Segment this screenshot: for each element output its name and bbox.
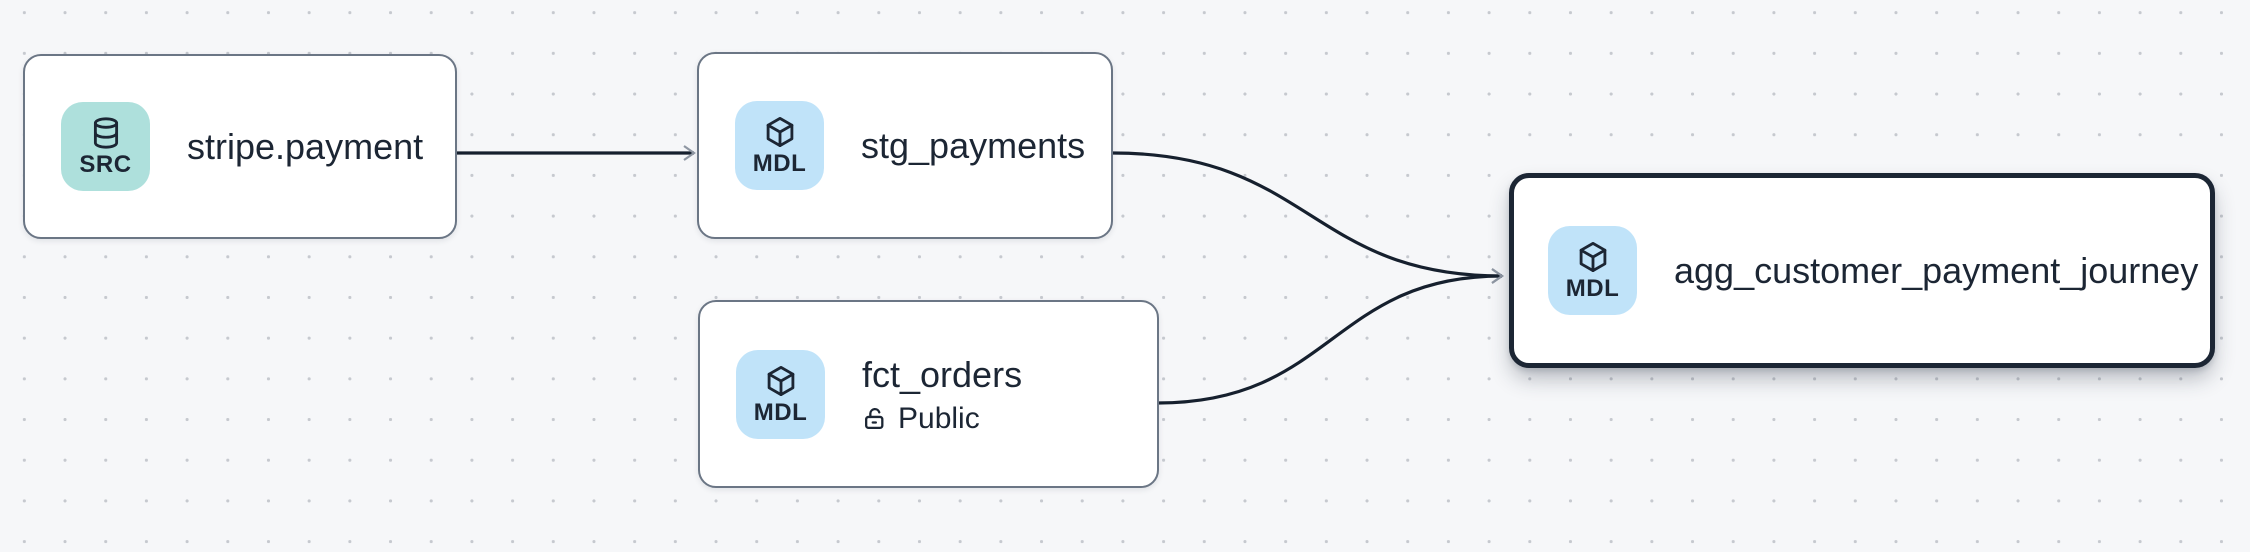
cube-icon xyxy=(764,364,798,398)
badge-label: MDL xyxy=(753,398,808,426)
edge-stg-payments-to-agg-customer-payment-journey[interactable] xyxy=(1112,151,1504,284)
model-type-badge: MDL xyxy=(735,101,824,190)
database-icon xyxy=(89,116,123,150)
node-title: stripe.payment xyxy=(187,125,424,167)
source-type-badge: SRC xyxy=(61,102,150,191)
node-agg-customer-payment-journey[interactable]: MDL agg_customer_payment_journey xyxy=(1509,173,2215,368)
node-fct-orders[interactable]: MDL fct_orders Public xyxy=(698,300,1159,488)
badge-label: MDL xyxy=(752,150,807,177)
node-title: agg_customer_payment_journey xyxy=(1674,249,2199,291)
cube-icon xyxy=(763,115,797,149)
badge-label: MDL xyxy=(1565,275,1620,302)
node-stripe-payment[interactable]: SRC stripe.payment xyxy=(23,54,457,239)
model-type-badge: MDL xyxy=(1548,226,1637,315)
cube-icon xyxy=(1576,240,1610,274)
node-title: fct_orders xyxy=(862,354,1023,396)
node-title: stg_payments xyxy=(861,124,1086,166)
badge-label: SRC xyxy=(79,151,132,178)
access-label: Public xyxy=(898,401,980,435)
lock-open-icon xyxy=(862,406,887,431)
access-row: Public xyxy=(862,402,1022,435)
edge-fct-orders-to-agg-customer-payment-journey[interactable] xyxy=(1157,268,1504,405)
node-stg-payments[interactable]: MDL stg_payments xyxy=(697,52,1113,239)
model-type-badge: MDL xyxy=(736,349,825,439)
